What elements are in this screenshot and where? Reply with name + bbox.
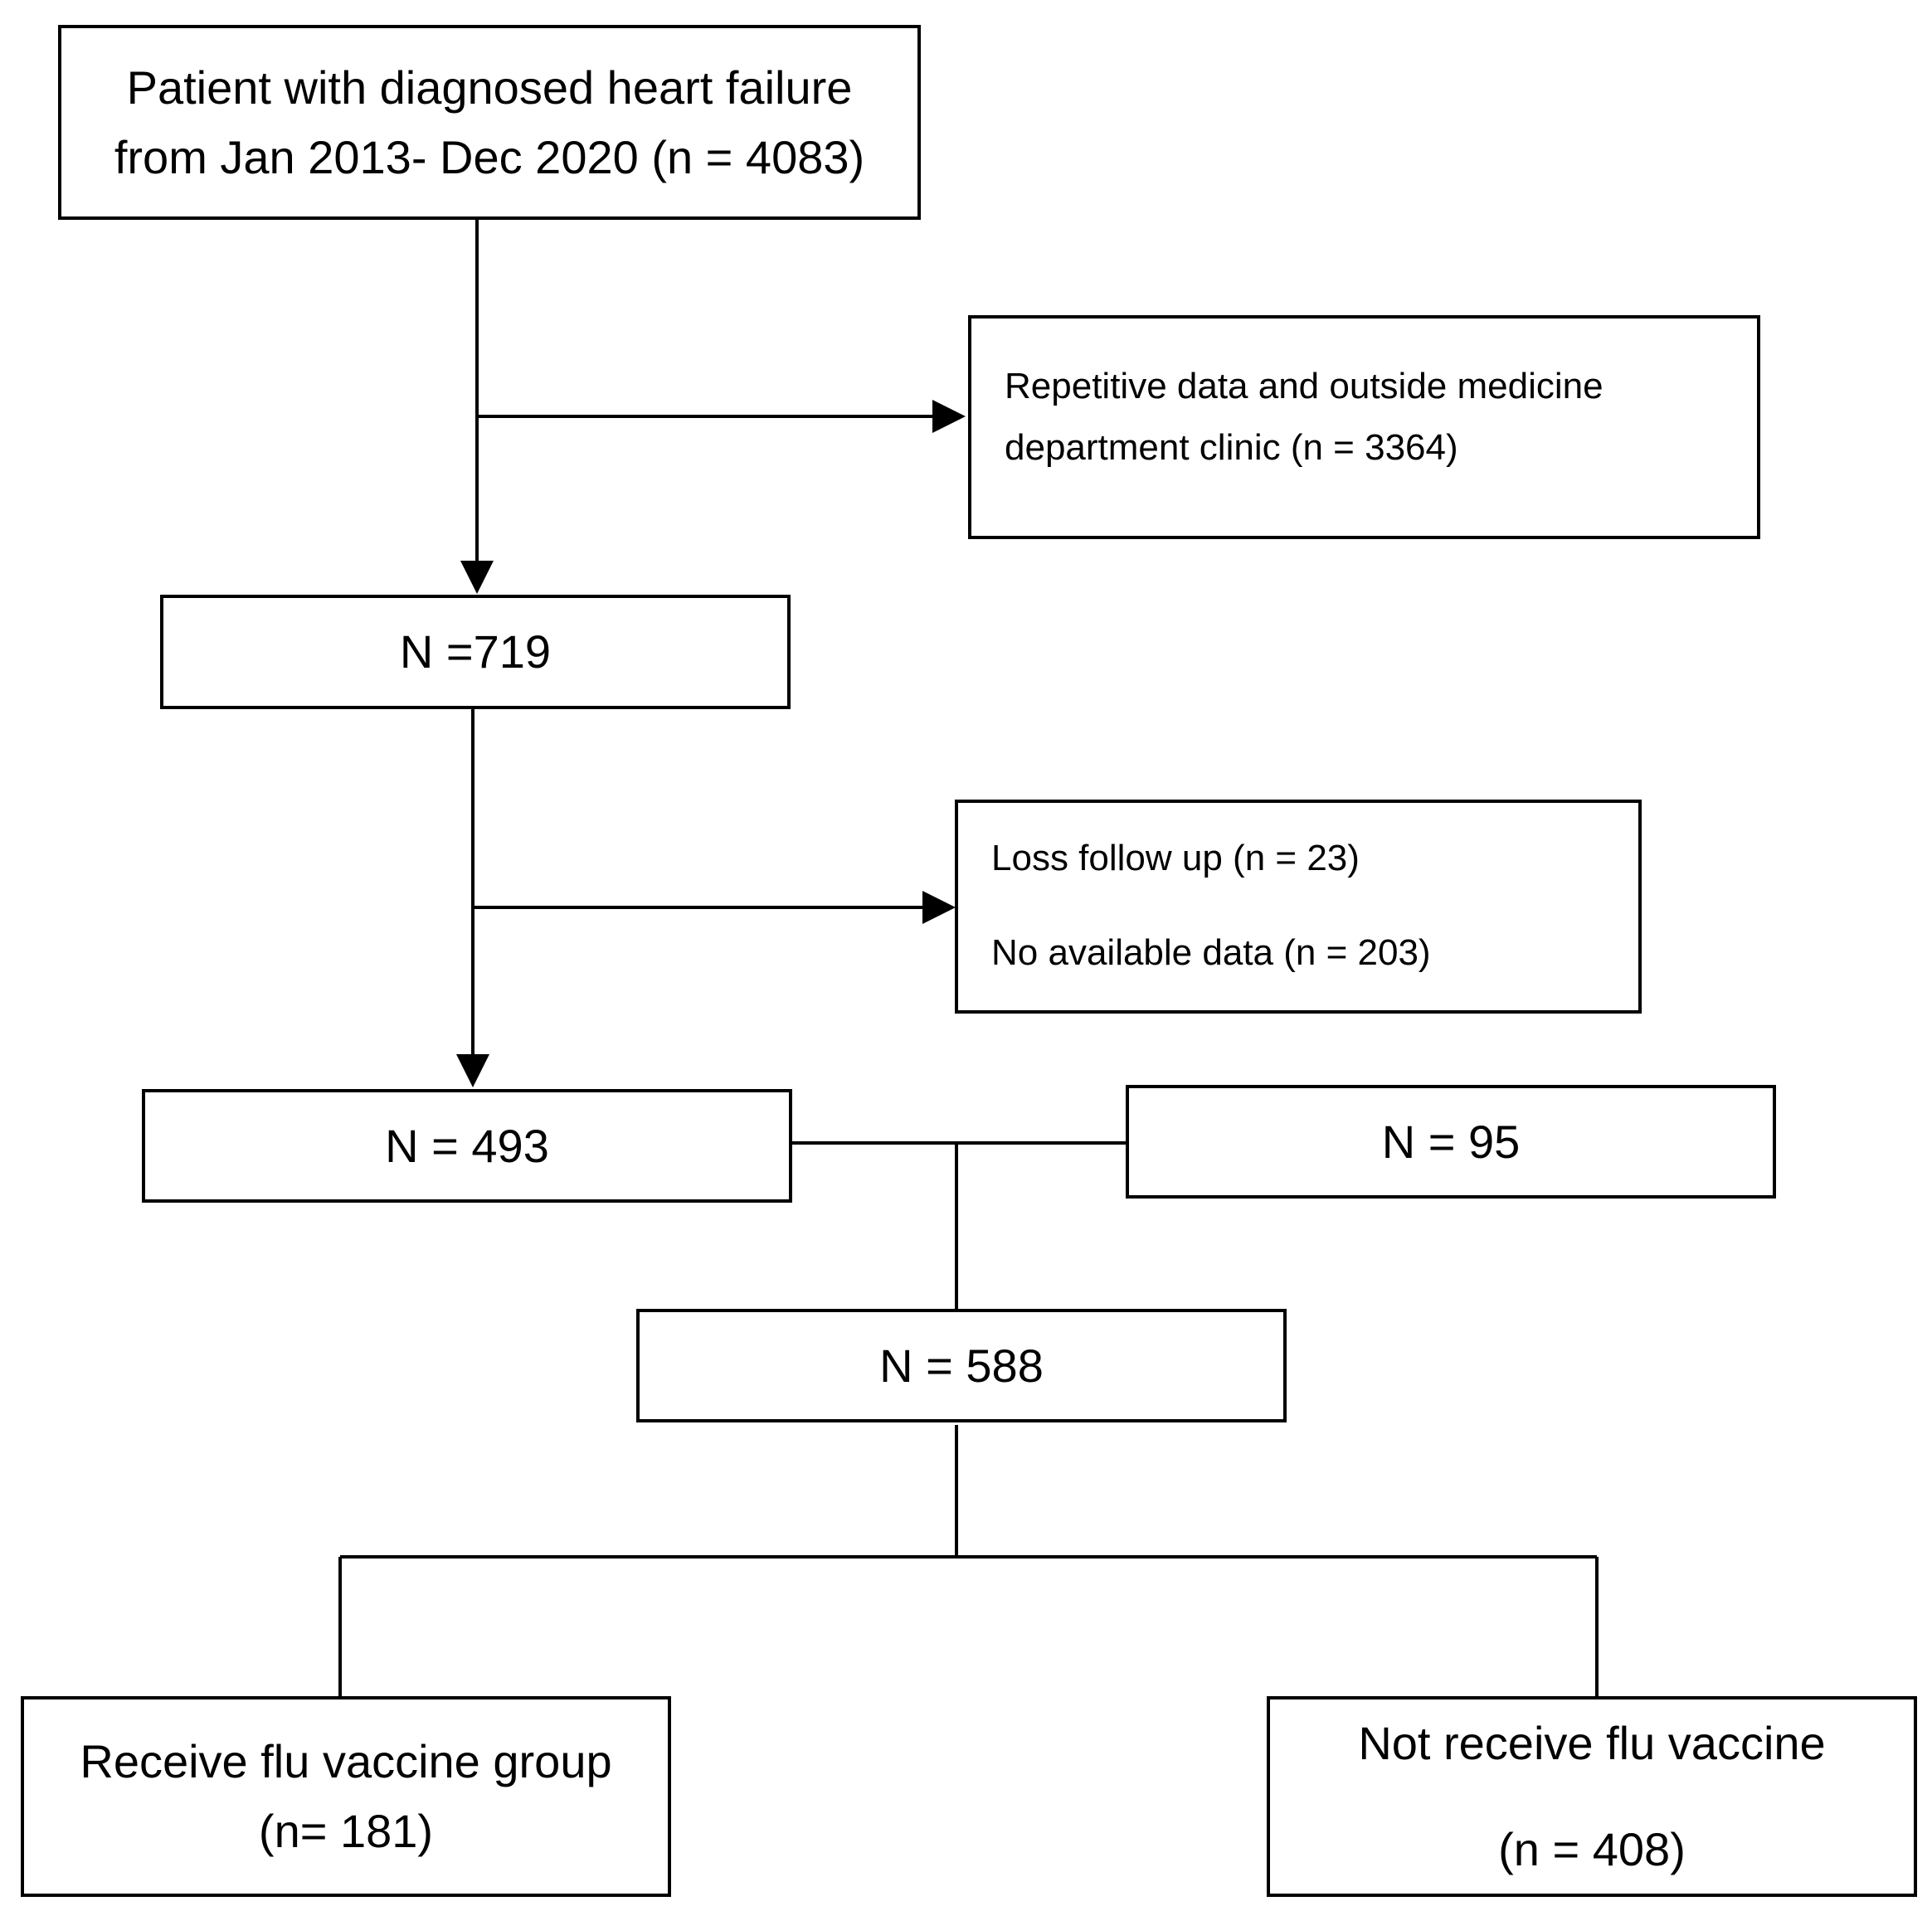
start-box-line1: Patient with diagnosed heart failure <box>126 61 853 114</box>
n588-label: N = 588 <box>879 1339 1044 1392</box>
exclusion-2-line2: No available data (n = 203) <box>991 932 1431 973</box>
exclusion-box-2: Loss follow up (n = 23) No available dat… <box>955 800 1642 1014</box>
no-vaccine-group-box: Not receive flu vaccine (n = 408) <box>1267 1696 1917 1897</box>
n719-box: N =719 <box>160 595 791 709</box>
n493-box: N = 493 <box>142 1089 792 1203</box>
n95-box: N = 95 <box>1126 1085 1776 1199</box>
n95-label: N = 95 <box>1381 1115 1521 1168</box>
start-box-line2: from Jan 2013- Dec 2020 (n = 4083) <box>114 130 865 183</box>
vaccine-group-line1: Receive flu vaccine group <box>80 1735 612 1787</box>
exclusion-1-line2: department clinic (n = 3364) <box>1005 427 1458 468</box>
vaccine-group-line2: (n= 181) <box>258 1805 434 1857</box>
start-box: Patient with diagnosed heart failure fro… <box>58 25 921 220</box>
exclusion-box-1: Repetitive data and outside medicine dep… <box>968 315 1760 539</box>
n719-label: N =719 <box>399 625 552 678</box>
no-vaccine-group-line2: (n = 408) <box>1498 1823 1686 1875</box>
no-vaccine-group-line1: Not receive flu vaccine <box>1358 1717 1826 1769</box>
exclusion-2-line1: Loss follow up (n = 23) <box>991 838 1360 878</box>
vaccine-group-box: Receive flu vaccine group (n= 181) <box>21 1696 671 1897</box>
n493-label: N = 493 <box>385 1119 549 1172</box>
n588-box: N = 588 <box>636 1309 1287 1422</box>
exclusion-1-line1: Repetitive data and outside medicine <box>1005 366 1604 406</box>
